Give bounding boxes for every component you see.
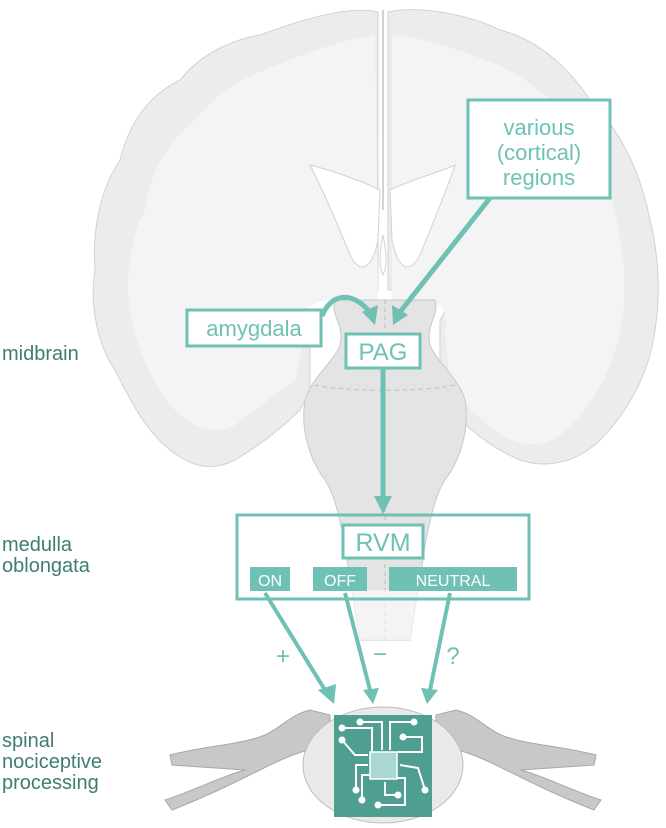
cortical-line-1: various xyxy=(504,115,575,140)
neutral-cell-label: NEUTRAL xyxy=(416,573,491,590)
facilitation-sign: + xyxy=(276,643,290,670)
off-cell-badge xyxy=(313,567,367,591)
on-cell-label: ON xyxy=(258,573,282,590)
amygdala-label: amygdala xyxy=(206,316,302,341)
spinal-label: spinal nociceptive processing xyxy=(2,730,103,794)
arrow-cortical-to-pag xyxy=(398,196,492,314)
pathway-arrows xyxy=(263,196,492,692)
rvm-label: RVM xyxy=(355,529,410,557)
cortical-line-2: (cortical) xyxy=(497,140,581,165)
arrow-off xyxy=(343,592,372,691)
cortical-regions-box xyxy=(466,98,612,200)
arrow-neutral xyxy=(428,592,452,691)
rvm-region-box xyxy=(235,513,531,601)
amygdala-box xyxy=(185,308,323,348)
neutral-cell-badge xyxy=(389,567,517,591)
inhibition-sign: − xyxy=(373,641,387,668)
off-cell-label: OFF xyxy=(324,573,356,590)
midbrain-label: midbrain xyxy=(2,343,79,365)
nerve-right xyxy=(435,709,602,811)
circuit-nodes xyxy=(338,718,429,809)
pag-label: PAG xyxy=(359,339,408,366)
midbrain-pons-border xyxy=(314,384,456,391)
unknown-sign: ? xyxy=(446,643,459,670)
third-ventricle xyxy=(379,234,387,277)
pag-box xyxy=(344,332,422,370)
circuit-traces xyxy=(341,721,426,806)
on-cell-badge xyxy=(250,567,290,591)
nerve-left xyxy=(164,709,331,811)
lateral-ventricle-right xyxy=(389,164,456,268)
cortical-line-3: regions xyxy=(503,165,575,190)
lateral-ventricle-left xyxy=(309,164,381,268)
arrow-on xyxy=(263,591,327,692)
medulla-label: medulla oblongata xyxy=(2,534,90,577)
spinal-cord-section xyxy=(164,706,602,824)
chip-core xyxy=(369,751,398,780)
rvm-box xyxy=(341,523,425,560)
arrow-amygdala-to-pag xyxy=(319,294,370,318)
arrowheads xyxy=(318,305,438,704)
